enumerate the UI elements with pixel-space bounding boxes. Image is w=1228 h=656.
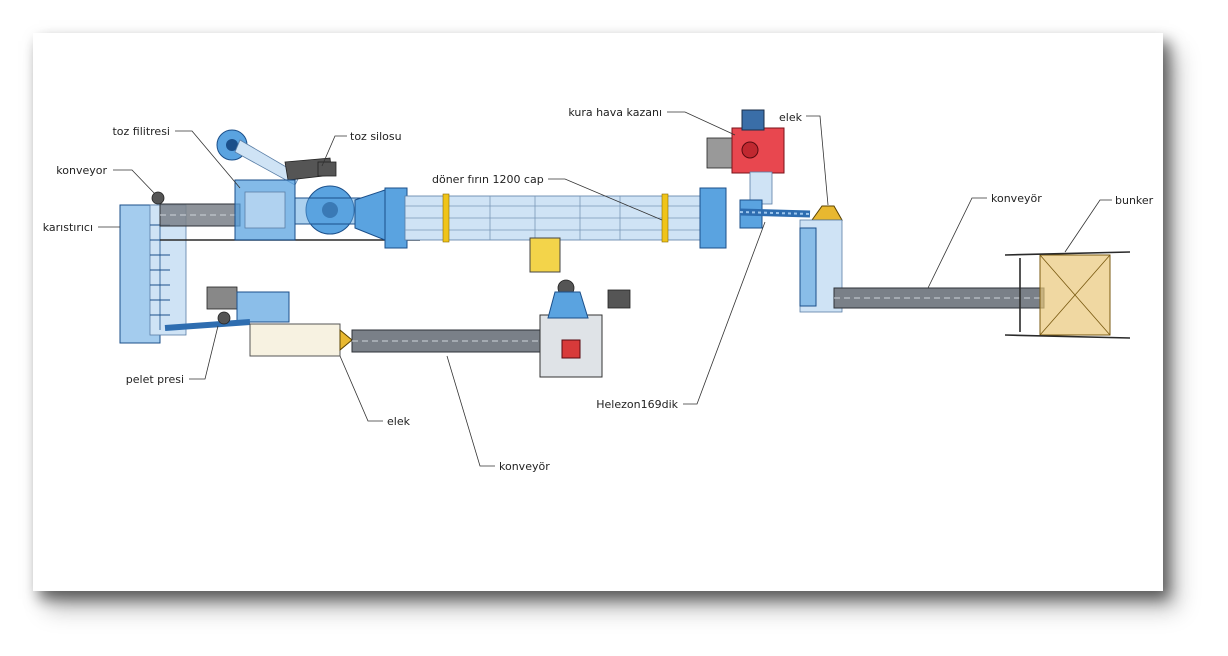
label-kura-hava-kazani: kura hava kazanı [568, 106, 736, 136]
screen-bottom [249, 323, 353, 357]
label-pelet-presi: pelet presi [126, 325, 219, 386]
label-karistirici: karıstırıcı [43, 221, 120, 234]
label-text: Helezon169dik [596, 398, 678, 411]
label-bunker: bunker [1064, 194, 1154, 253]
rotary-kiln [384, 187, 727, 273]
label-elek-bottom: elek [339, 355, 411, 428]
label-text: döner fırın 1200 cap [432, 173, 544, 186]
label-helezon: Helezon169dik [596, 221, 766, 411]
label-text: konveyor [56, 164, 107, 177]
label-text: pelet presi [126, 373, 184, 386]
bunker [1004, 251, 1131, 339]
label-text: konveyör [991, 192, 1042, 205]
bottom-hopper [539, 279, 631, 378]
label-text: kura hava kazanı [568, 106, 662, 119]
label-konveyor-bottom: konveyör [446, 355, 550, 473]
right-conveyor [833, 287, 1045, 309]
dust-filter [216, 129, 386, 241]
label-doner-firin: döner fırın 1200 cap [432, 173, 663, 221]
label-elek-top: elek [779, 111, 829, 206]
label-text: elek [779, 111, 803, 124]
label-text: toz filitresi [112, 125, 170, 138]
screw-conveyor-helezon [739, 208, 811, 218]
label-konveyor-right: konveyör [927, 192, 1042, 289]
label-text: konveyör [499, 460, 550, 473]
label-text: karıstırıcı [43, 221, 93, 234]
label-toz-silosu: toz silosu [321, 130, 402, 167]
diagram-frame [33, 33, 1163, 591]
bottom-conveyor [351, 329, 541, 353]
label-konveyor-left: konveyor [56, 164, 156, 195]
label-text: bunker [1115, 194, 1154, 207]
pellet-press [164, 286, 290, 331]
label-toz-filitresi: toz filitresi [112, 125, 241, 189]
label-text: toz silosu [350, 130, 402, 143]
label-text: elek [387, 415, 411, 428]
